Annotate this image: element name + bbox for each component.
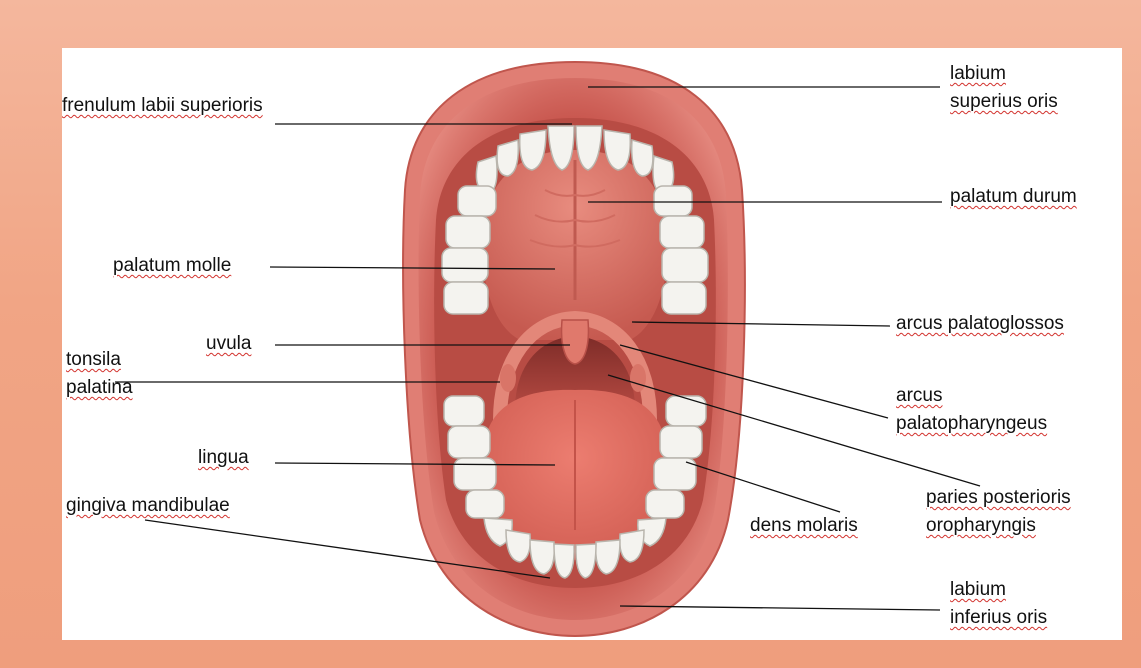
label-line: uvula — [206, 330, 251, 358]
label-line: dens molaris — [750, 512, 858, 540]
label-line: tonsila — [66, 346, 133, 374]
tonsil-left — [500, 364, 516, 392]
label-line: arcus — [896, 382, 1047, 410]
label-arcus-palatoglossos: arcus palatoglossos — [896, 310, 1064, 338]
label-frenulum-labii-superioris: frenulum labii superioris — [62, 92, 263, 120]
label-line: palatum durum — [950, 183, 1077, 211]
label-labium-inferius-oris: labium inferius oris — [950, 576, 1047, 632]
label-palatum-durum: palatum durum — [950, 183, 1077, 211]
label-gingiva-mandibulae: gingiva mandibulae — [66, 492, 230, 520]
label-lingua: lingua — [198, 444, 249, 472]
label-palatum-molle: palatum molle — [113, 252, 231, 280]
label-line: palatina — [66, 374, 133, 402]
label-line: arcus palatoglossos — [896, 310, 1064, 338]
label-line: gingiva mandibulae — [66, 492, 230, 520]
label-line: oropharyngis — [926, 512, 1071, 540]
label-line: inferius oris — [950, 604, 1047, 632]
label-line: superius oris — [950, 88, 1058, 116]
label-tonsila-palatina: tonsila palatina — [66, 346, 133, 402]
label-line: lingua — [198, 444, 249, 472]
label-dens-molaris: dens molaris — [750, 512, 858, 540]
label-labium-superius-oris: labium superius oris — [950, 60, 1058, 116]
label-line: palatum molle — [113, 252, 231, 280]
label-uvula: uvula — [206, 330, 251, 358]
label-line: palatopharyngeus — [896, 410, 1047, 438]
label-paries-posterioris-oropharyngis: paries posterioris oropharyngis — [926, 484, 1071, 540]
label-line: frenulum labii superioris — [62, 92, 263, 120]
label-line: labium — [950, 60, 1058, 88]
tonsil-right — [630, 364, 646, 392]
label-line: labium — [950, 576, 1047, 604]
label-line: paries posterioris — [926, 484, 1071, 512]
label-arcus-palatopharyngeus: arcus palatopharyngeus — [896, 382, 1047, 438]
